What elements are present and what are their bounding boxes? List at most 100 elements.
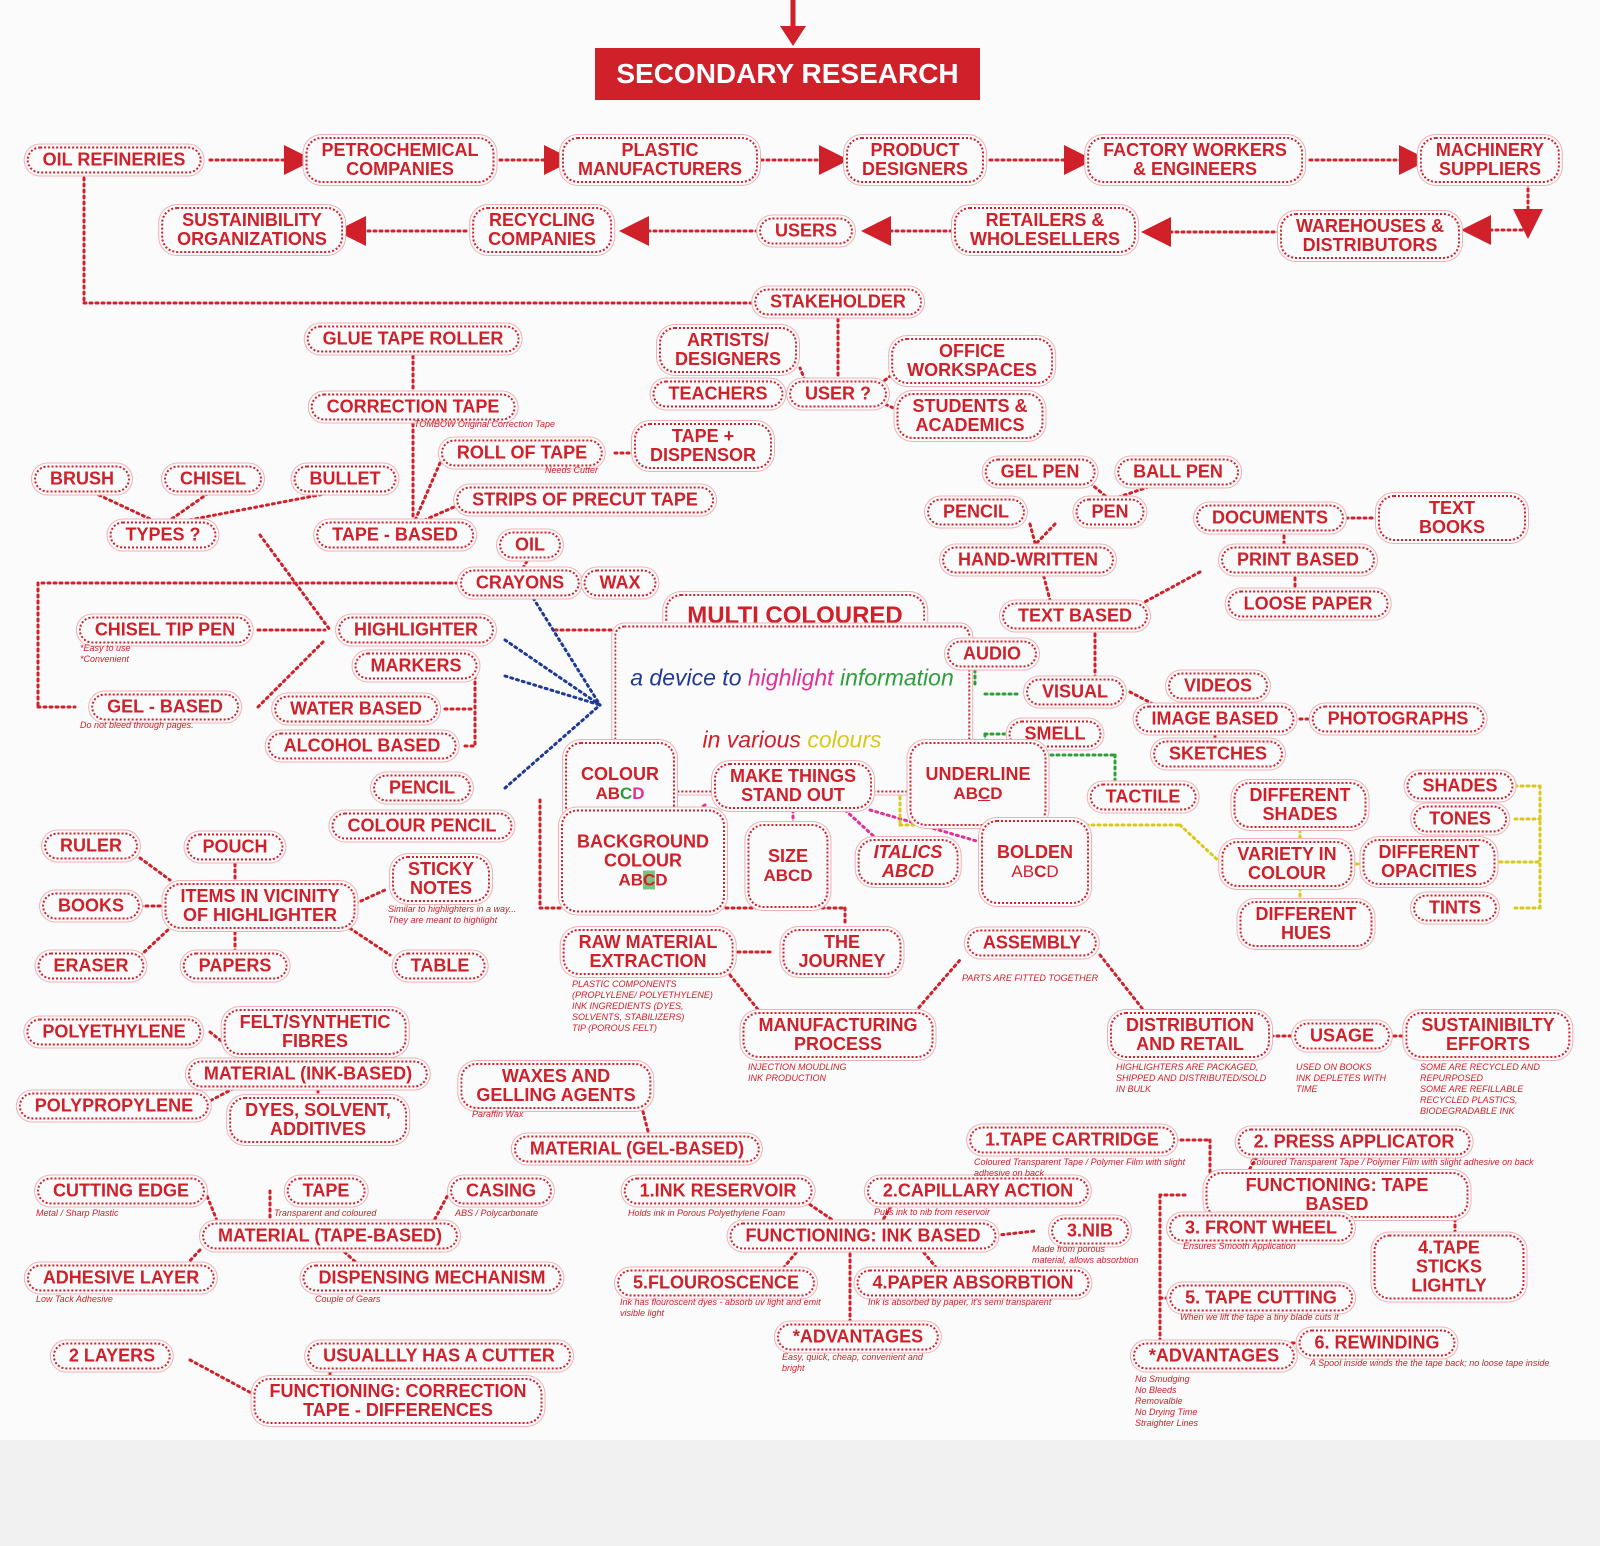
- note-flourescence: Ink has flouroscent dyes - absorb uv lig…: [620, 1297, 821, 1318]
- note-manufacturing: INJECTION MOUDLING INK PRODUCTION: [748, 1062, 847, 1083]
- connector-line: [778, 1246, 802, 1274]
- node-text-books: TEXT BOOKS: [1378, 495, 1526, 541]
- node-bolden: BOLDEN ABCD: [981, 820, 1089, 904]
- node-pouch: POUCH: [186, 833, 284, 861]
- node-sketches: SKETCHES: [1152, 740, 1284, 768]
- center-text-various: in various: [702, 726, 808, 753]
- node-dyes: DYES, SOLVENT, ADDITIVES: [229, 1097, 407, 1143]
- connector-line: [1098, 953, 1147, 1014]
- node-retailers: RETAILERS & WHOLESELLERS: [953, 207, 1137, 253]
- note-paraffin: Paraffin Wax: [472, 1109, 524, 1119]
- node-tones: TONES: [1413, 805, 1507, 833]
- node-rewinding: 6. REWINDING: [1298, 1329, 1456, 1357]
- background-colour-label: BACKGROUND COLOUR: [577, 831, 709, 871]
- node-gel-based: GEL - BASED: [91, 693, 239, 721]
- node-ink-reservoir: 1.INK RESERVOIR: [623, 1177, 813, 1205]
- connector-line: [988, 1229, 1037, 1238]
- node-tape-sticks: 4.TAPE STICKS LIGHTLY: [1373, 1234, 1525, 1300]
- footer-band: [0, 1440, 1600, 1546]
- node-crayons: CRAYONS: [459, 569, 581, 597]
- node-hand-written: HAND-WRITTEN: [942, 546, 1114, 574]
- connector-line: [138, 856, 172, 882]
- connector-line: [338, 1246, 362, 1268]
- down-arrow-icon: [780, 0, 806, 46]
- connector-line: [798, 366, 807, 382]
- node-variety-in-colour: VARIETY IN COLOUR: [1221, 841, 1353, 887]
- note-rewinding: A Spool inside winds the the tape back; …: [1310, 1358, 1550, 1368]
- center-text-highlight: highlight: [747, 664, 840, 691]
- node-func-correction: FUNCTIONING: CORRECTION TAPE - DIFFERENC…: [253, 1378, 543, 1424]
- node-usage: USAGE: [1293, 1022, 1391, 1050]
- note-assembly: PARTS ARE FITTED TOGETHER: [962, 973, 1099, 983]
- node-videos: VIDEOS: [1167, 672, 1269, 700]
- node-brush: BRUSH: [33, 465, 131, 493]
- node-usually-cutter: USUALLLY HAS A CUTTER: [307, 1342, 571, 1370]
- node-loose-paper: LOOSE PAPER: [1227, 590, 1389, 618]
- node-plastic-manufacturers: PLASTIC MANUFACTURERS: [562, 137, 758, 183]
- connector-line: [1088, 481, 1112, 502]
- connector-line: [503, 674, 602, 707]
- node-photographs: PHOTOGRAPHS: [1311, 705, 1485, 733]
- node-oil: OIL: [499, 531, 561, 559]
- node-users: USERS: [758, 217, 854, 245]
- note-distribution: HIGHLIGHTERS ARE PACKAGED, SHIPPED AND D…: [1116, 1062, 1267, 1094]
- node-tape-cutting: 5. TAPE CUTTING: [1169, 1284, 1353, 1312]
- node-books: BOOKS: [41, 892, 141, 920]
- node-material-gel: MATERIAL (GEL-BASED): [513, 1135, 761, 1163]
- node-sustainability-orgs: SUSTAINIBILITY ORGANIZATIONS: [161, 207, 343, 253]
- bolden-sample: ABCD: [1011, 862, 1059, 881]
- node-advantages-tape: *ADVANTAGES: [1132, 1342, 1296, 1370]
- center-text-colours: colours: [807, 726, 882, 753]
- colour-sample: ABCD: [595, 784, 645, 803]
- node-roll-of-tape: ROLL OF TAPE: [440, 439, 604, 467]
- connector-line: [258, 533, 332, 632]
- node-advantages-ink: *ADVANTAGES: [776, 1323, 940, 1351]
- node-product-designers: PRODUCT DESIGNERS: [845, 137, 985, 183]
- node-table: TABLE: [394, 952, 486, 980]
- node-alcohol-based: ALCOHOL BASED: [267, 732, 457, 760]
- node-tints: TINTS: [1413, 894, 1497, 922]
- center-text-information: information: [839, 664, 954, 691]
- note-ink-reservoir: Holds ink in Porous Polyethylene Foam: [628, 1208, 786, 1218]
- node-teachers: TEACHERS: [652, 380, 784, 408]
- connector-line: [343, 923, 392, 957]
- node-eraser: ERASER: [37, 952, 145, 980]
- node-sustainability-efforts: SUSTAINIBILTY EFFORTS: [1405, 1012, 1571, 1058]
- node-tactile: TACTILE: [1089, 783, 1197, 811]
- bolden-label: BOLDEN: [997, 842, 1073, 862]
- node-make-things-stand-out: MAKE THINGS STAND OUT: [714, 763, 872, 809]
- node-items-in-vicinity: ITEMS IN VICINITY OF HIGHLIGHTER: [164, 883, 356, 929]
- node-types: TYPES ?: [109, 521, 217, 549]
- node-cutting-edge: CUTTING EDGE: [36, 1177, 206, 1205]
- node-italics: ITALICS ABCD: [857, 839, 959, 885]
- note-casing: ABS / Polycarbonate: [455, 1208, 539, 1218]
- note-nib: Made from porous material, allows absorb…: [1032, 1244, 1139, 1265]
- node-visual: VISUAL: [1025, 678, 1125, 706]
- node-different-opacities: DIFFERENT OPACITIES: [1362, 839, 1496, 885]
- node-polyethylene: POLYETHYLENE: [26, 1018, 202, 1046]
- node-press-applicator: 2. PRESS APPLICATOR: [1237, 1128, 1471, 1156]
- connector-line: [913, 958, 962, 1014]
- note-advantages-ink: Easy, quick, cheap, convenient and brigh…: [782, 1352, 923, 1373]
- connector-line: [528, 591, 602, 707]
- node-adhesive-layer: ADHESIVE LAYER: [26, 1264, 216, 1292]
- node-sticky-notes: STICKY NOTES: [391, 856, 491, 902]
- node-audio: AUDIO: [947, 640, 1037, 668]
- note-advantages-tape: No Smudging No Bleeds Removalble No Dryi…: [1135, 1374, 1199, 1428]
- note-sustainability: SOME ARE RECYCLED AND REPURPOSED SOME AR…: [1420, 1062, 1540, 1116]
- node-documents: DOCUMENTS: [1196, 504, 1344, 532]
- node-dispensing: DISPENSING MECHANISM: [302, 1264, 562, 1292]
- note-adhesive: Low Tack Adhesive: [36, 1294, 113, 1304]
- note-tape-cartridge: Coloured Transparent Tape / Polymer Film…: [974, 1157, 1186, 1178]
- node-user-question: USER ?: [788, 380, 888, 408]
- connector-line: [728, 973, 762, 1014]
- node-casing: CASING: [449, 1177, 553, 1205]
- node-bullet: BULLET: [293, 465, 397, 493]
- node-papers: PAPERS: [182, 952, 288, 980]
- connector-line: [918, 1246, 942, 1274]
- node-stakeholder: STAKEHOLDER: [754, 288, 922, 316]
- underline-sample: ABCD: [953, 784, 1003, 803]
- node-the-journey: THE JOURNEY: [782, 929, 902, 975]
- node-colour-pencil: COLOUR PENCIL: [331, 812, 513, 840]
